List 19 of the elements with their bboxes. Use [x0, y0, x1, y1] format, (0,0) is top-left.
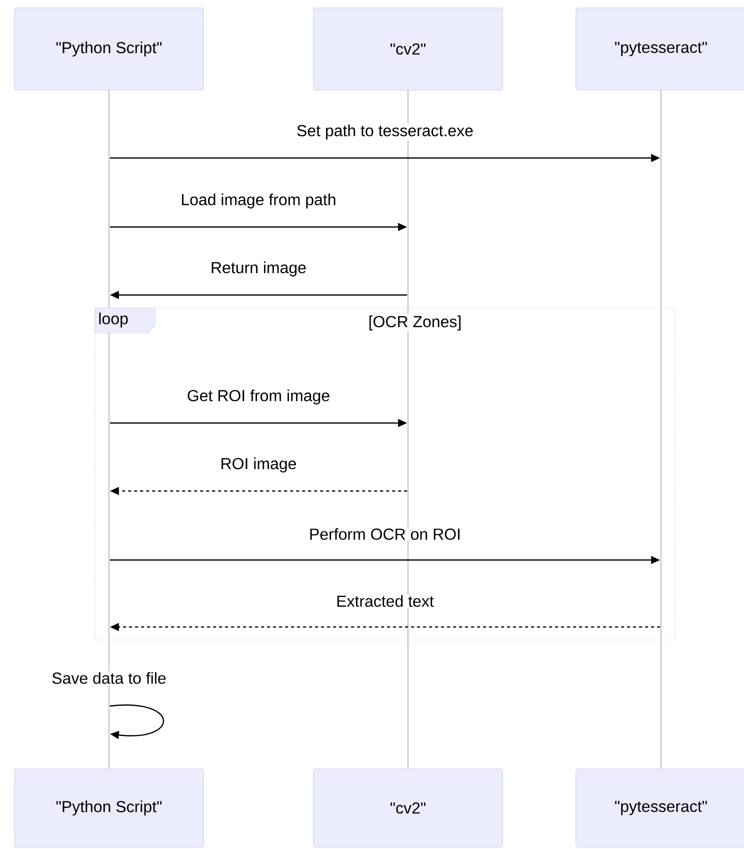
participant-box: "pytesseract" [576, 8, 744, 90]
participant-box: "pytesseract" [576, 768, 744, 848]
edge-label: Set path to tesseract.exe [296, 124, 474, 140]
edge-label: Return image [209, 260, 308, 278]
edge-label: ROI image [219, 456, 298, 474]
lifeline [108, 90, 110, 769]
edge-label: Get ROI from image [186, 388, 332, 406]
participant-box: "cv2" [313, 768, 503, 848]
lifeline [660, 90, 662, 769]
edge-label: Save data to file [50, 671, 168, 685]
loop-condition: [OCR Zones] [367, 314, 463, 332]
loop-tag: loop [94, 308, 156, 334]
participant-box: "cv2" [313, 8, 503, 90]
participant-box: "Python Script" [14, 8, 204, 90]
participant-box: "Python Script" [14, 768, 204, 848]
self-arrow [110, 704, 164, 740]
edge-label: Perform OCR on ROI [308, 527, 462, 541]
edge-label: Extracted text [335, 594, 435, 608]
edge-label: Load image from path [180, 192, 338, 210]
